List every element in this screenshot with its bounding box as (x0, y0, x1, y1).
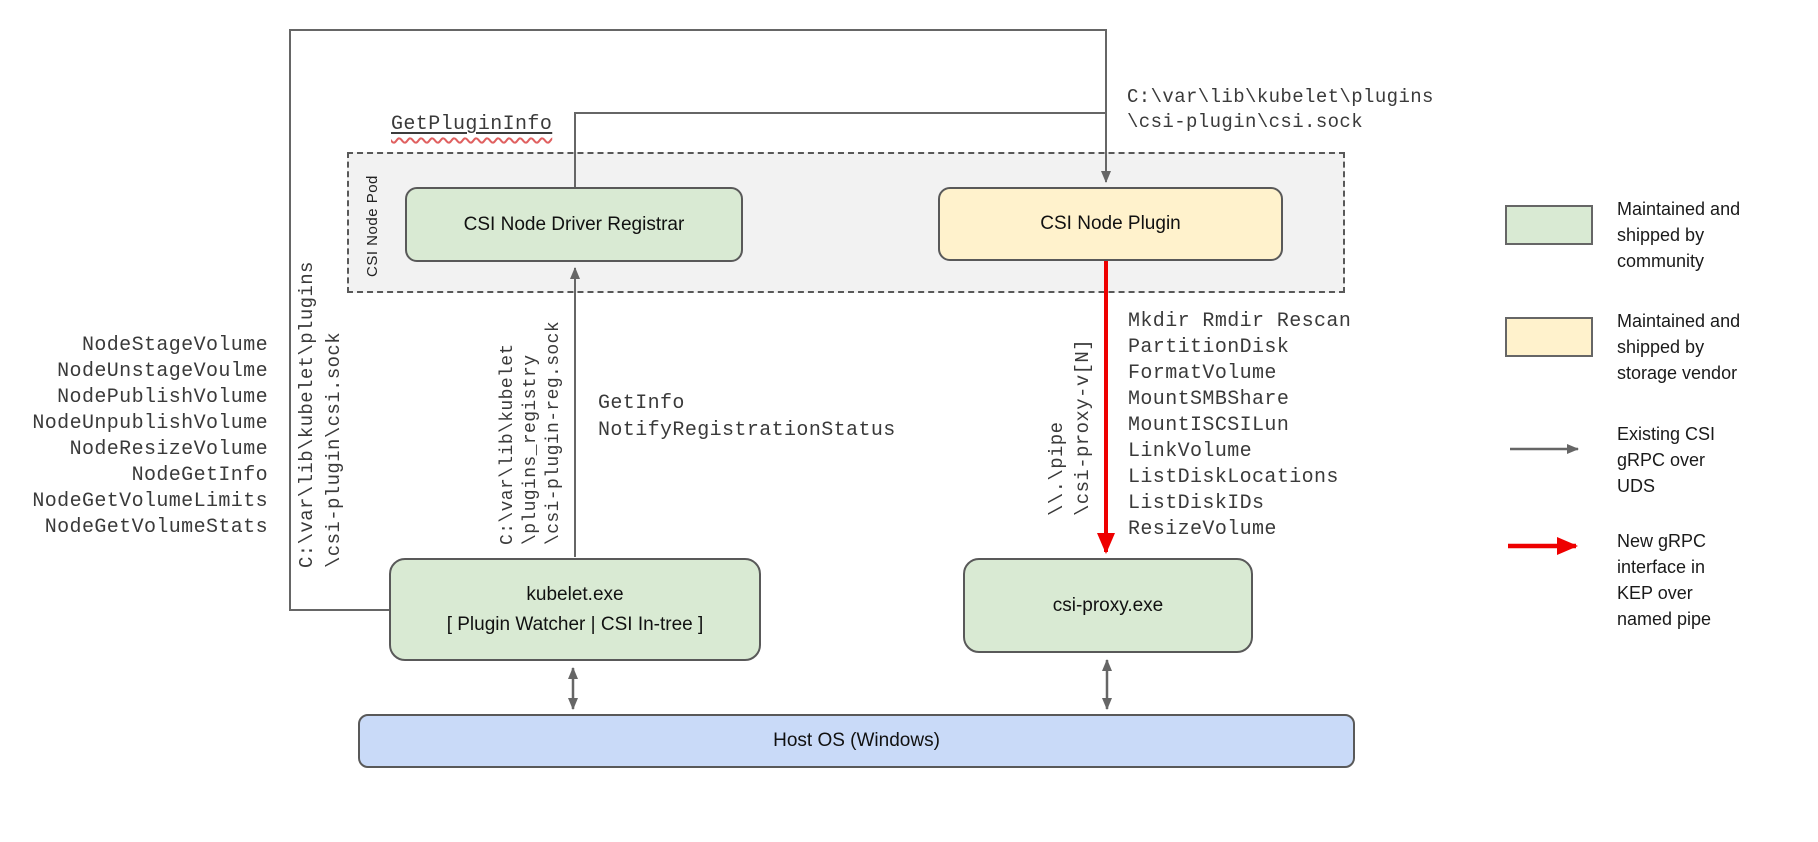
proxy-api-item: LinkVolume (1128, 440, 1253, 463)
host-os-label: Host OS (Windows) (773, 730, 940, 751)
named-pipe-path-label: \\.\pipe \csi-proxy-v[N] (1046, 338, 1094, 516)
proxy-api-item: ResizeVolume (1128, 518, 1277, 541)
csi-node-pod-label: CSI Node Pod (364, 175, 381, 277)
proxy-api-item: Mkdir Rmdir Rescan (1128, 310, 1352, 333)
proxy-api-item: FormatVolume (1128, 362, 1277, 385)
kubelet-node-calls-list: NodeStageVolume NodeUnstageVoulme NodePu… (28, 333, 268, 541)
csi-proxy-box: csi-proxy.exe (963, 558, 1253, 653)
plugin-label: CSI Node Plugin (1040, 213, 1181, 234)
legend-community-label: Maintained and shipped by community (1617, 199, 1741, 271)
host-os-box: Host OS (Windows) (358, 714, 1355, 768)
legend-existing-grpc-label: Existing CSI gRPC over UDS (1617, 424, 1716, 496)
kubelet-label: kubelet.exe (526, 583, 624, 605)
node-call-item: NodeGetVolumeLimits (32, 490, 268, 513)
registration-sock-path-label: C:\var\lib\kubelet \plugins_registry \cs… (498, 320, 564, 545)
kubelet-box: kubelet.exe [ Plugin Watcher | CSI In-tr… (389, 558, 761, 661)
registrar-getplugininfo-connector (574, 112, 1106, 189)
csi-proxy-api-calls-list: Mkdir Rmdir Rescan PartitionDisk FormatV… (1128, 309, 1351, 543)
csi-proxy-label: csi-proxy.exe (1052, 594, 1164, 616)
csi-node-plugin-box: CSI Node Plugin (938, 187, 1283, 261)
csi-sock-path-left-label: C:\var\lib\kubelet\plugins \csi-plugin\c… (296, 261, 345, 568)
node-call-item: NodeStageVolume (81, 334, 268, 357)
proxy-api-item: ListDiskIDs (1128, 492, 1265, 515)
kubelet-sublabel: [ Plugin Watcher | CSI In-tree ] (446, 613, 704, 635)
registration-calls-label: GetInfo NotifyRegistrationStatus (598, 392, 896, 442)
node-call-item: NodeUnstageVoulme (57, 360, 268, 383)
csi-sock-path-top-label: C:\var\lib\kubelet\plugins \csi-plugin\c… (1127, 86, 1434, 133)
csi-node-driver-registrar-box: CSI Node Driver Registrar (405, 187, 743, 262)
proxy-api-item: MountSMBShare (1128, 388, 1290, 411)
node-call-item: NodePublishVolume (57, 386, 268, 409)
legend-vendor-swatch (1505, 317, 1593, 357)
legend-new-grpc-label: New gRPC interface in KEP over named pip… (1617, 531, 1712, 629)
registrar-label: CSI Node Driver Registrar (463, 213, 685, 235)
node-call-item: NodeGetInfo (131, 464, 268, 487)
proxy-api-item: MountISCSILun (1128, 414, 1290, 437)
node-call-item: NodeUnpublishVolume (32, 412, 268, 435)
proxy-api-item: PartitionDisk (1128, 336, 1290, 359)
get-plugin-info-label: GetPluginInfo (391, 113, 552, 136)
kubelet-to-plugin-connector (289, 29, 1111, 611)
node-call-item: NodeResizeVolume (69, 438, 268, 461)
proxy-api-item: ListDiskLocations (1128, 466, 1339, 489)
legend-community-swatch (1505, 205, 1593, 245)
get-plugin-info-squiggle: GetPluginInfo (391, 113, 553, 136)
node-call-item: NodeGetVolumeStats (44, 516, 268, 539)
legend-vendor-label: Maintained and shipped by storage vendor (1617, 311, 1741, 383)
